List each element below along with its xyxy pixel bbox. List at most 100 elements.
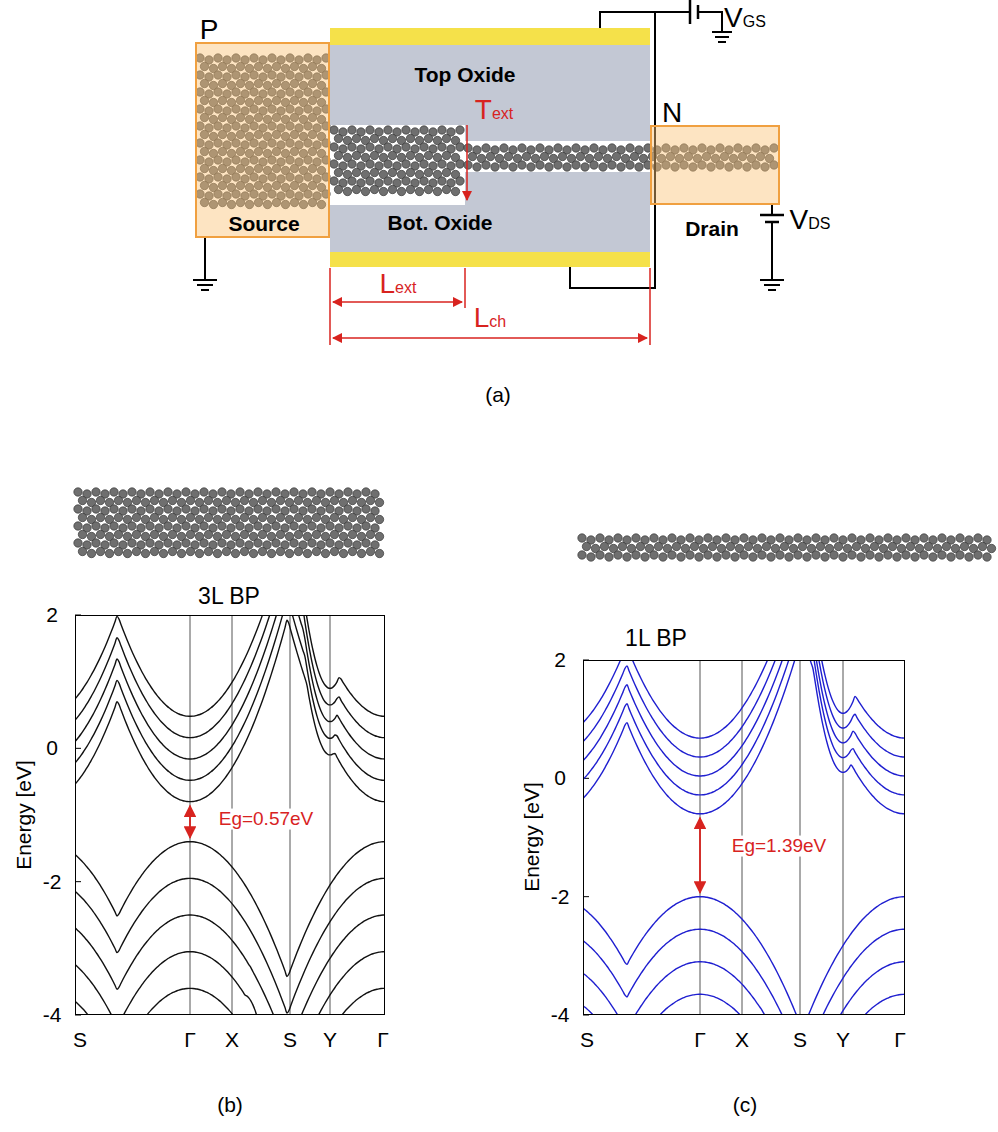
- oxide-layer: Bot. Oxide: [330, 205, 650, 252]
- atom: [132, 547, 140, 555]
- atom: [623, 553, 631, 561]
- atom: [379, 187, 387, 195]
- atom: [114, 513, 122, 521]
- atom: [366, 496, 374, 504]
- band-curve: [75, 988, 385, 1015]
- atom: [200, 488, 208, 496]
- atom: [857, 553, 865, 561]
- atom: [308, 522, 316, 530]
- atom: [388, 151, 396, 159]
- atom: [690, 542, 698, 550]
- band-plot-frame: 1L BPEg=1.39eV: [583, 660, 905, 1015]
- k-point-label: S: [73, 1028, 87, 1051]
- atom: [326, 505, 334, 513]
- extension-line: [464, 268, 466, 308]
- atom: [424, 151, 432, 159]
- atom: [608, 144, 616, 152]
- dimension-label: Lch: [474, 303, 506, 334]
- axis-tick-label: -4: [43, 1003, 62, 1026]
- dimensions: [330, 95, 650, 345]
- node-label: Drain: [685, 217, 739, 240]
- wire: [771, 205, 773, 215]
- atom: [326, 488, 334, 496]
- atom: [294, 496, 302, 504]
- atom: [92, 505, 100, 513]
- atom: [150, 496, 158, 504]
- atom: [254, 539, 262, 547]
- atom: [587, 553, 595, 561]
- atom: [442, 185, 450, 193]
- atom: [128, 505, 136, 513]
- atom: [630, 152, 638, 160]
- atom: [186, 496, 194, 504]
- atom: [468, 152, 476, 160]
- k-point-label: Γ: [894, 1028, 906, 1051]
- atom: [236, 505, 244, 513]
- atom: [911, 553, 919, 561]
- atom: [974, 551, 982, 559]
- atom: [572, 144, 580, 152]
- atom: [590, 161, 598, 169]
- atom: [159, 549, 167, 557]
- atom: [218, 488, 226, 496]
- atom: [590, 144, 598, 152]
- atom: [290, 505, 298, 513]
- atom: [527, 163, 535, 171]
- ground-symbol: [768, 289, 776, 291]
- atom: [695, 553, 703, 561]
- atom: [168, 513, 176, 521]
- atom: [581, 163, 589, 171]
- atom: [834, 542, 842, 550]
- atom: [744, 542, 752, 550]
- atom: [132, 513, 140, 521]
- k-point-label: Γ: [377, 1028, 389, 1051]
- atom: [362, 488, 370, 496]
- band-curve: [583, 897, 905, 1015]
- atom: [258, 530, 266, 538]
- band-lines: [75, 615, 385, 1015]
- atom: [254, 522, 262, 530]
- symmetry-line: [190, 615, 191, 1015]
- atom: [92, 522, 100, 530]
- atom: [339, 549, 347, 557]
- atom: [366, 160, 374, 168]
- atom: [456, 177, 464, 185]
- atom: [348, 496, 356, 504]
- atom: [947, 553, 955, 561]
- ground-symbol: [715, 36, 729, 38]
- atom: [884, 551, 892, 559]
- atom: [361, 187, 369, 195]
- atom: [830, 551, 838, 559]
- atom: [554, 161, 562, 169]
- oxide-fill: [465, 125, 650, 141]
- atom: [605, 553, 613, 561]
- atom: [218, 539, 226, 547]
- atom: [424, 168, 432, 176]
- node-heading: N: [662, 98, 682, 129]
- atom: [758, 551, 766, 559]
- dimension-label: Lext: [380, 269, 417, 300]
- band-lines: [583, 660, 905, 1015]
- atom: [388, 134, 396, 142]
- atom: [740, 534, 748, 542]
- atom: [249, 549, 257, 557]
- node-heading: 3L BP: [198, 584, 260, 609]
- atom: [500, 144, 508, 152]
- atom: [632, 534, 640, 542]
- atom: [78, 496, 86, 504]
- band-plot: [75, 535, 385, 1123]
- atom: [578, 534, 586, 542]
- node-label: Top Oxide: [414, 63, 515, 86]
- gap-arrow: [699, 818, 701, 893]
- atom: [740, 551, 748, 559]
- atom: [464, 144, 472, 152]
- band-curve: [75, 952, 385, 1015]
- atom: [92, 539, 100, 547]
- atom: [384, 177, 392, 185]
- extension-line: [329, 268, 331, 345]
- node-heading: P: [200, 15, 219, 46]
- atom: [348, 547, 356, 555]
- axis-tick-label: 2: [554, 648, 566, 671]
- atom: [254, 505, 262, 513]
- atom: [482, 144, 490, 152]
